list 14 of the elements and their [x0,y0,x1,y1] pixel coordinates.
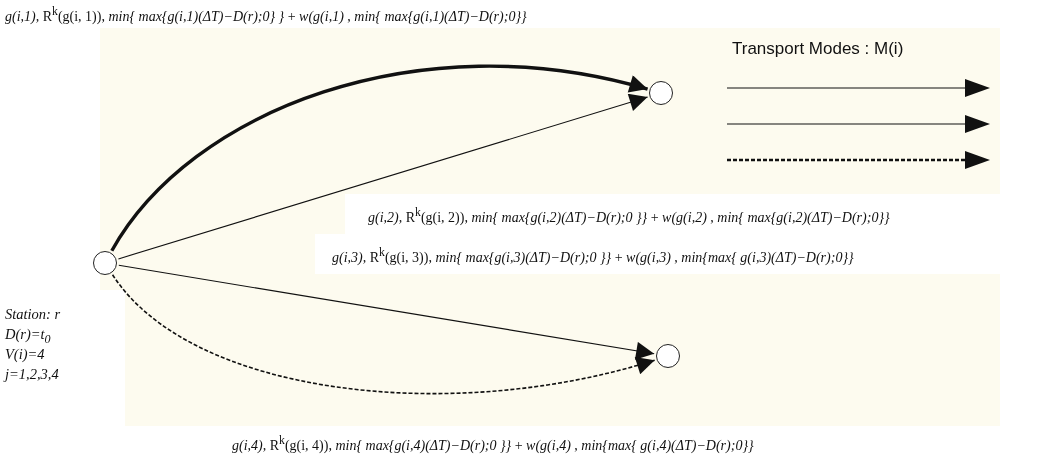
arrow [118,264,655,360]
station-parameter-text: Station: r [5,305,61,324]
formula-text: g(i,1), R$^{k}$(g(i, 1)), min{ max{g(i,1)(ΔT)−D(r);0} } + w(g(i,1) , min{ max{g(i,1)(ΔT)−D(r);0}} [5,4,527,26]
formula-text: g(i,3), R$^{k}$(g(i, 3)), min{ max{g(i,3)(ΔT)−D(r);0 }} + w(g(i,3) , min{max{ g(i,3)(ΔT)−D(r);0}} [332,245,854,267]
formula-text: g(i,2), R$^{k}$(g(i, 2)), min{ max{g(i,2)(ΔT)−D(r);0 }} + w(g(i,2) , min{ max{g(i,2)(ΔT)−D(r);0}} [368,205,890,227]
station-parameter-text: V(i)=4 [5,345,46,364]
arrow [110,64,648,252]
arrow [117,93,649,260]
station-parameter-text: D(r)=t$_{0}$ [5,325,52,344]
arrow [111,273,656,395]
station-circle [93,251,117,275]
station-parameter-text: j=1,2,3,4 [5,365,60,384]
formula-text: g(i,4), R$^{k}$(g(i, 4)), min{ max{g(i,4)(ΔT)−D(r);0 }} + w(g(i,4) , min{max{ g(i,4)(ΔT)−D(r);0}} [232,433,754,455]
legend-title: Transport Modes : M(i) [732,40,904,58]
